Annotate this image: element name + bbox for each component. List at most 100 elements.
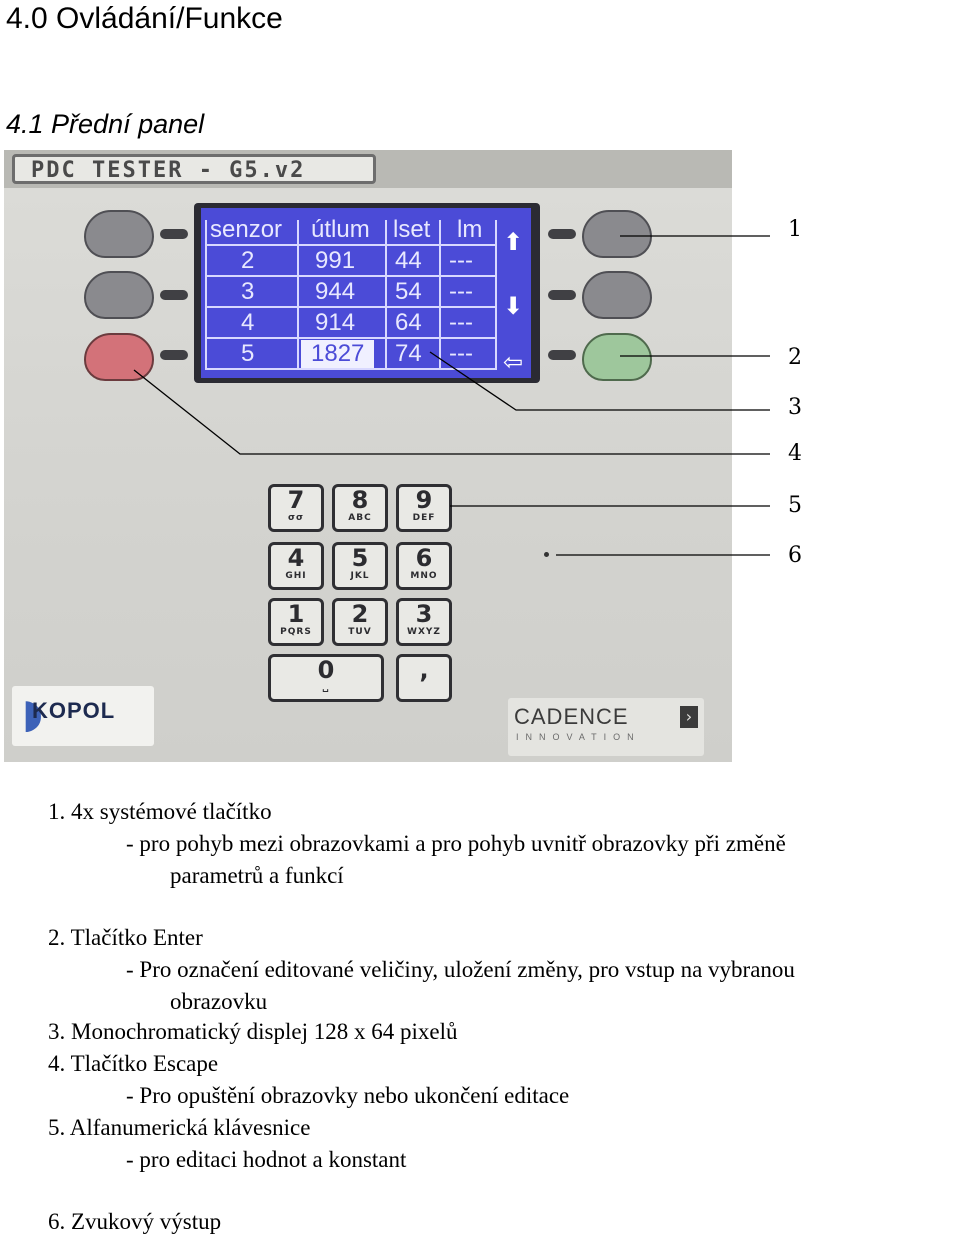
led-left-2 [160, 290, 188, 300]
arrow-up-icon: ⬆ [503, 228, 524, 256]
callout-lines [133, 235, 770, 556]
led-right-2 [548, 290, 576, 300]
key-sublabel: DEF [412, 513, 436, 523]
brand-plate: PDC TESTER - G5.v2 [12, 154, 376, 184]
screen-cell: --- [449, 340, 473, 367]
list-item-4: 4. Tlačítko Escape [48, 1051, 219, 1076]
key-label: 4 [287, 544, 305, 572]
grid-line [205, 368, 497, 370]
front-panel-photo: PDC TESTER - G5.v2 senzor útlum lset lm … [4, 150, 732, 762]
cadence-logo-subtext: INNOVATION [516, 732, 641, 742]
screen-cell: 914 [315, 309, 356, 336]
section-title: 4.1 Přední panel [6, 109, 205, 139]
list-item-5: 5. Alfanumerická klávesnice [48, 1115, 311, 1140]
callout-line-4 [133, 369, 770, 455]
screen-header-lset: lset [393, 216, 431, 243]
callout-line-3 [429, 351, 770, 411]
kopol-logo-text: KOPOL [32, 698, 116, 723]
screen-cell: --- [449, 309, 473, 336]
cadence-logo: CADENCE › INNOVATION [508, 698, 704, 756]
key-label: 5 [351, 544, 369, 572]
key-sublabel: σσ [287, 513, 305, 523]
screen-header-utlum: útlum [311, 216, 370, 243]
grid-line [495, 220, 497, 370]
system-button-left-2 [84, 271, 154, 319]
key-label: , [419, 656, 429, 684]
brand-label: PDC TESTER - G5.v2 [31, 158, 306, 183]
led-right-3 [548, 350, 576, 360]
list-item-2-detail: - Pro označení editované veličiny, ulože… [126, 957, 795, 982]
screen-cell: --- [449, 278, 473, 305]
key-label: 6 [415, 544, 433, 572]
key-label: 2 [351, 600, 369, 628]
key-label: 8 [351, 486, 369, 514]
screen-header-senzor: senzor [210, 216, 283, 243]
callout-number-4: 4 [788, 441, 802, 466]
screen-cell: 2 [241, 247, 255, 274]
list-item-3: 3. Monochromatický displej 128 x 64 pixe… [48, 1019, 458, 1044]
key-label: 9 [415, 486, 433, 514]
grid-line [205, 337, 497, 339]
screen-cell: 54 [395, 278, 422, 305]
monochrome-display: senzor útlum lset lm 2 991 44 --- 3 944 … [201, 208, 531, 378]
enter-button [582, 333, 652, 381]
screen-cell: 5 [241, 340, 255, 367]
kopol-mark-icon: ◗ [22, 691, 44, 737]
screen-cell: 64 [395, 309, 422, 336]
key-sublabel: MNO [410, 571, 438, 581]
callout-number-5: 5 [788, 493, 802, 518]
list-item-5-detail: - pro editaci hodnot a konstant [126, 1147, 407, 1172]
led-left-3 [160, 350, 188, 360]
list-item-4-detail: - Pro opuštění obrazovky nebo ukončení e… [126, 1083, 570, 1108]
arrow-down-icon: ⬇ [503, 292, 524, 320]
led-right-1 [548, 229, 576, 239]
kopol-logo: ◗ KOPOL [12, 686, 154, 746]
callout-number-6: 6 [788, 543, 802, 568]
system-button-right-2 [582, 271, 652, 319]
page-title: 4.0 Ovládání/Funkce [6, 2, 283, 35]
system-button-right-1 [582, 210, 652, 258]
grid-line [205, 244, 497, 246]
key-sublabel: PQRS [280, 627, 312, 637]
list-item-2: 2. Tlačítko Enter [48, 925, 203, 950]
key-comma: , [396, 654, 452, 702]
screen-header-lm: lm [457, 216, 483, 243]
key-sublabel: ABC [348, 513, 372, 523]
list-item-6: 6. Zvukový výstup [48, 1209, 222, 1234]
grid-line [205, 306, 497, 308]
key-sublabel: GHI [285, 571, 307, 581]
grid-line [297, 220, 299, 370]
callout-number-2: 2 [788, 345, 802, 370]
screen-cell-selected: 1827 [301, 340, 375, 368]
screen-cell: 74 [395, 340, 422, 367]
list-item-1-detail: - pro pohyb mezi obrazovkami a pro pohyb… [126, 831, 786, 856]
grid-line [439, 220, 441, 370]
escape-button [84, 333, 154, 381]
key-sublabel: JKL [350, 571, 370, 581]
screen-cell: 44 [395, 247, 422, 274]
key-sublabel: WXYZ [407, 627, 441, 637]
chevron-right-icon: › [680, 706, 698, 728]
speaker-hole [544, 552, 549, 557]
screen-cell: --- [449, 247, 473, 274]
system-button-left-1 [84, 210, 154, 258]
grid-line [385, 220, 387, 370]
key-0: 0␣ [268, 654, 384, 702]
enter-icon: ⇦ [503, 348, 524, 376]
led-left-1 [160, 229, 188, 239]
key-label: 1 [287, 600, 305, 628]
key-label: 7 [287, 486, 305, 514]
key-label: 0 [317, 656, 335, 684]
screen-cell: 991 [315, 247, 356, 274]
screen-cell: 3 [241, 278, 255, 305]
callout-number-3: 3 [788, 395, 802, 420]
